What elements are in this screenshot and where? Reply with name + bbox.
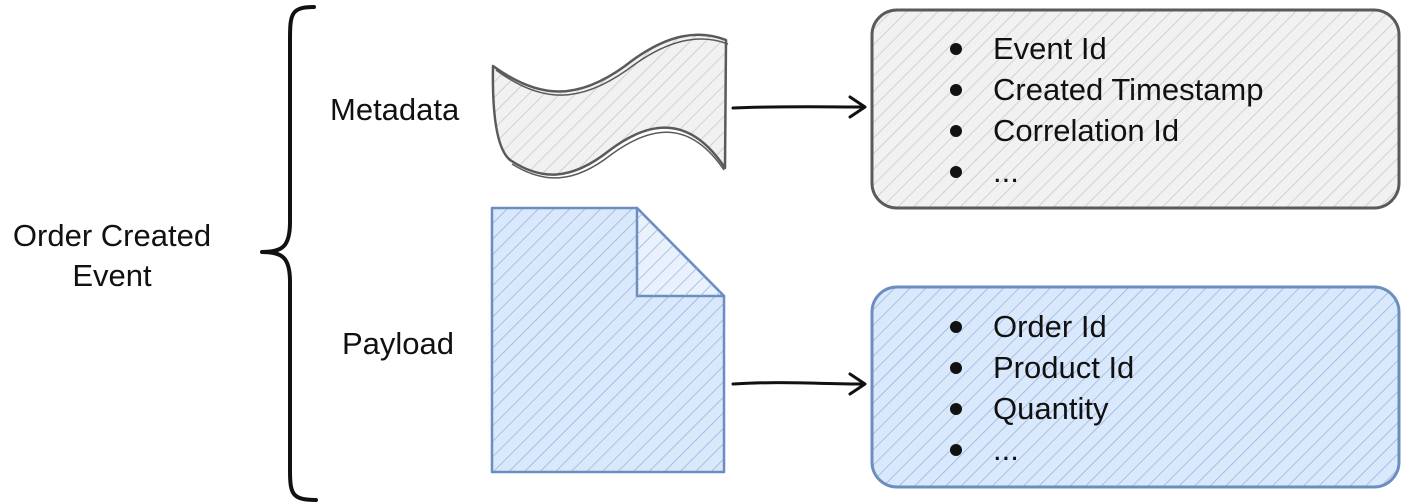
bullet-icon: [950, 125, 962, 137]
payload-arrow: [731, 372, 867, 396]
bullet-icon: [950, 84, 962, 96]
metadata-arrow: [731, 95, 867, 119]
bullet-icon: [950, 444, 962, 456]
list-item: ...: [950, 151, 1264, 192]
event-title-line2: Event: [72, 258, 152, 293]
payload-field: Product Id: [993, 350, 1135, 385]
event-title-line1: Order Created: [12, 218, 212, 253]
payload-field-list: Order Id Product Id Quantity ...: [950, 306, 1134, 470]
bullet-icon: [950, 321, 962, 333]
list-item: ...: [950, 429, 1134, 470]
list-item: Order Id: [950, 306, 1134, 347]
bullet-icon: [950, 43, 962, 55]
list-item: Quantity: [950, 388, 1134, 429]
payload-field: ...: [993, 432, 1019, 467]
bullet-icon: [950, 166, 962, 178]
metadata-field: ...: [993, 154, 1019, 189]
list-item: Created Timestamp: [950, 69, 1264, 110]
list-item: Product Id: [950, 347, 1134, 388]
bullet-icon: [950, 403, 962, 415]
metadata-label: Metadata: [330, 92, 460, 127]
event-title: Order Created Event: [0, 216, 224, 296]
metadata-tape-shape: [491, 33, 729, 179]
bullet-icon: [950, 362, 962, 374]
list-item: Correlation Id: [950, 110, 1264, 151]
curly-brace: [260, 5, 318, 502]
list-item: Event Id: [950, 28, 1264, 69]
payload-fields-box: [870, 285, 1401, 489]
metadata-field: Correlation Id: [993, 113, 1180, 148]
metadata-fields-box: [870, 8, 1401, 210]
payload-label: Payload: [342, 326, 455, 361]
payload-field: Order Id: [993, 309, 1107, 344]
metadata-field: Created Timestamp: [993, 72, 1264, 107]
payload-document-shape: [490, 206, 726, 474]
metadata-field-list: Event Id Created Timestamp Correlation I…: [950, 28, 1264, 192]
payload-field: Quantity: [993, 391, 1109, 426]
metadata-field: Event Id: [993, 31, 1107, 66]
